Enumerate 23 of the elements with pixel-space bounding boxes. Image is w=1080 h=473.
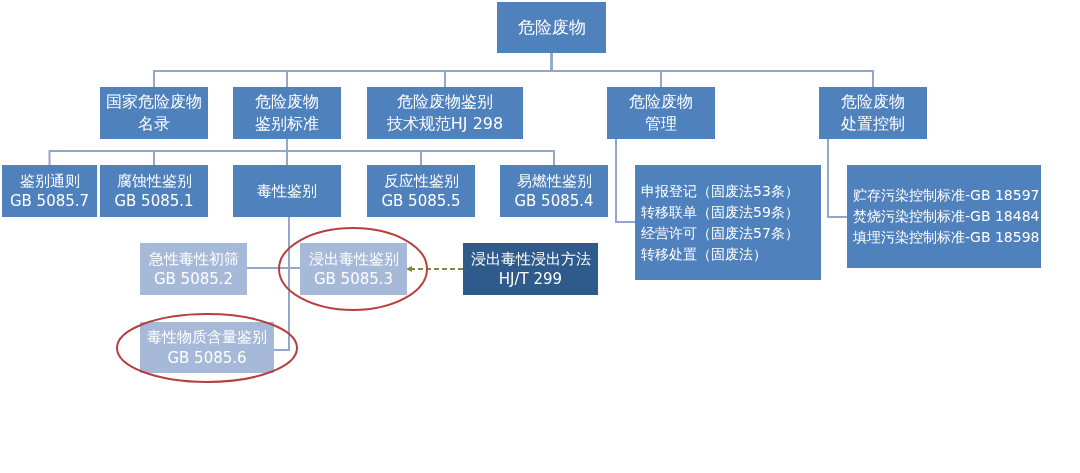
- category-box: 危险废物鉴别标准: [233, 87, 341, 139]
- category-box: 浸出毒性鉴别 GB 5085.3: [300, 243, 407, 295]
- connector-line: [286, 138, 555, 166]
- category-box: 毒性物质含量鉴别 GB 5085.6: [140, 322, 274, 373]
- connector-line: [827, 138, 848, 218]
- connector-line: [615, 138, 636, 223]
- category-box: 急性毒性初筛 GB 5085.2: [140, 243, 247, 295]
- arrow: [406, 266, 464, 272]
- connector-line: [550, 52, 874, 88]
- category-box: 国家危险废物名录: [100, 87, 208, 139]
- category-box: 危险废物鉴别技术规范HJ 298: [367, 87, 523, 139]
- category-box: 易燃性鉴别 GB 5085.4: [500, 165, 608, 217]
- category-box: 鉴别通则 GB 5085.7: [2, 165, 97, 217]
- category-box: 腐蚀性鉴别 GB 5085.1: [100, 165, 208, 217]
- list-box: 贮存污染控制标准-GB 18597 焚烧污染控制标准-GB 18484 填埋污染控制标准-GB 18598: [847, 165, 1041, 268]
- category-box: 危险废物管理: [607, 87, 715, 139]
- category-box: 危险废物处置控制: [819, 87, 927, 139]
- category-box: 浸出毒性浸出方法 HJ/T 299: [463, 243, 598, 295]
- category-box: 反应性鉴别 GB 5085.5: [367, 165, 475, 217]
- category-box: 毒性鉴别: [233, 165, 341, 217]
- list-box: 申报登记（固废法53条） 转移联单（固废法59条） 经营许可（固废法57条） 转移处置（固废法）: [635, 165, 821, 280]
- root-box: 危险废物: [497, 2, 606, 53]
- connector-line: [273, 216, 290, 351]
